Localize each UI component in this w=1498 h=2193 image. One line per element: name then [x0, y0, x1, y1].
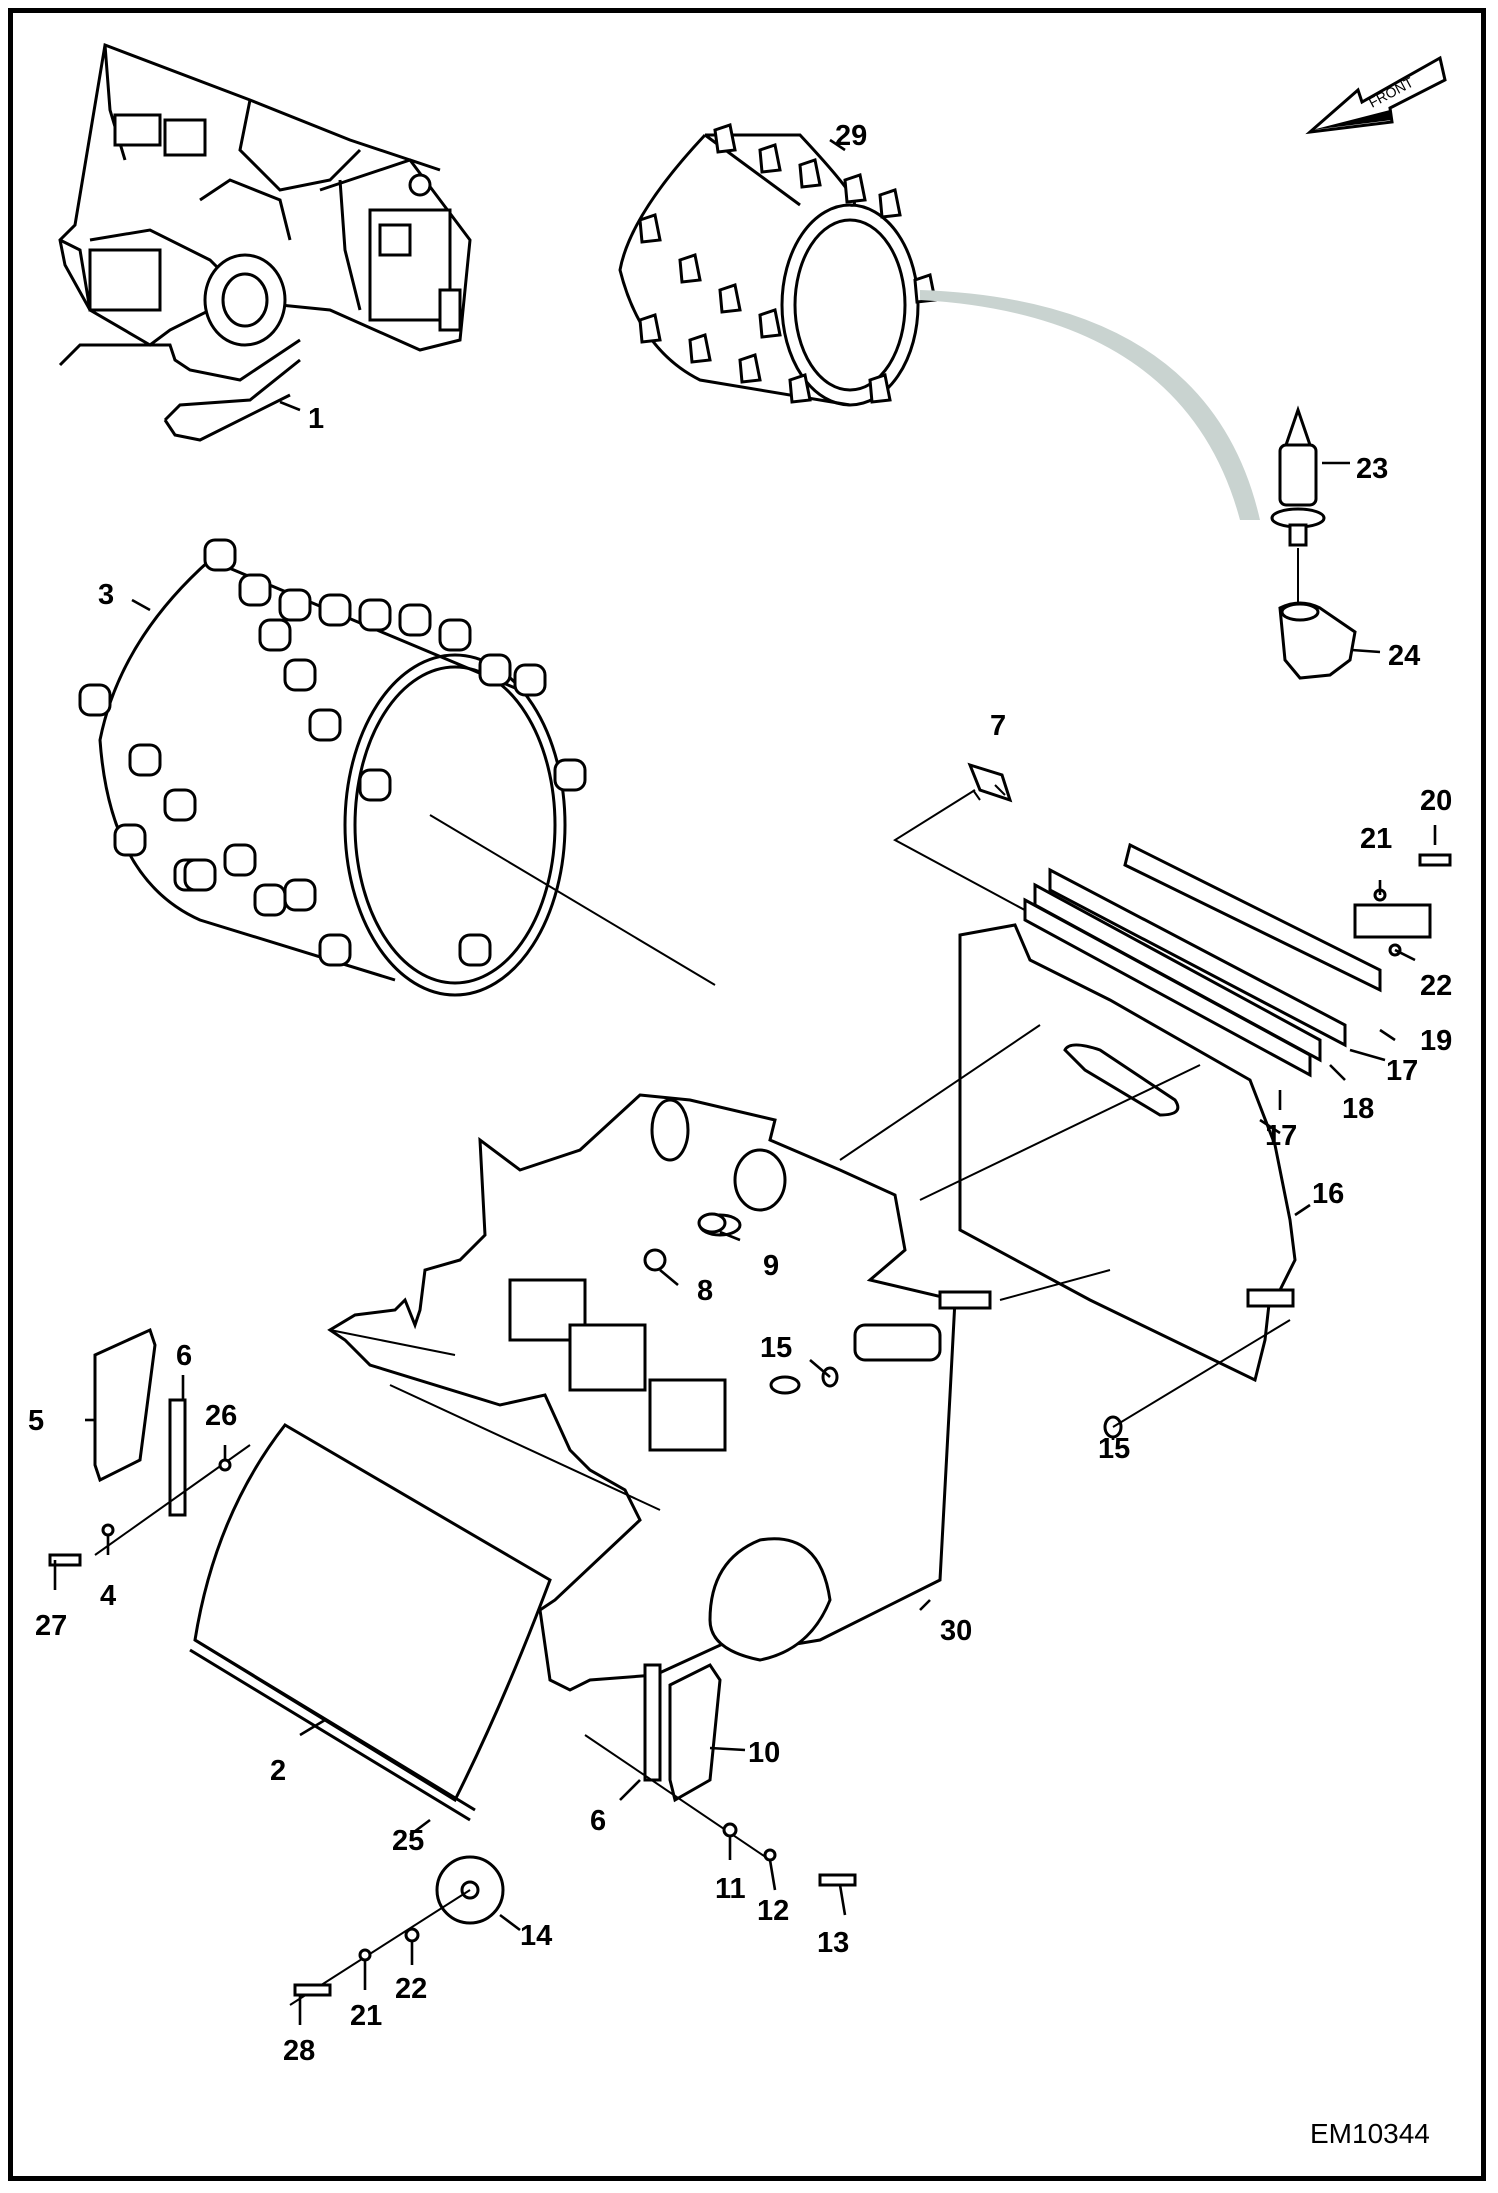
right-side-plates-illustration: [584, 1663, 771, 1861]
planer-assembly-illustration: [58, 42, 472, 442]
callout-7: 7: [990, 710, 1006, 742]
callout-8: 8: [697, 1275, 713, 1307]
callout-6-left: 6: [176, 1340, 192, 1372]
callout-2: 2: [270, 1755, 286, 1787]
callout-22-upper: 22: [1420, 970, 1452, 1002]
callout-13: 13: [817, 1927, 849, 1959]
fasteners-illustration: [48, 853, 1452, 1997]
callout-3: 3: [98, 579, 114, 611]
figure-id: EM10344: [1310, 2118, 1430, 2149]
callout-15-upper: 15: [760, 1332, 792, 1364]
callout-11: 11: [715, 1873, 746, 1905]
callout-16: 16: [1312, 1178, 1344, 1210]
tooth-holder-illustration: [1278, 601, 1357, 680]
callout-leader-lines: [53, 138, 1437, 2025]
callout-22-lower: 22: [395, 1973, 427, 2005]
shaft-illustration: [938, 1288, 1295, 1310]
callout-labels: 1 2 3 4 5 6 6 7 8 9 10 11 12 13 14 15 15…: [28, 120, 1452, 2067]
callout-21-upper: 21: [1360, 823, 1392, 855]
main-frame-illustration: [327, 1093, 957, 1692]
callout-23: 23: [1356, 453, 1388, 485]
callout-19: 19: [1420, 1025, 1452, 1057]
callout-30: 30: [940, 1615, 972, 1647]
callout-26: 26: [205, 1400, 237, 1432]
callout-14: 14: [520, 1920, 552, 1952]
cover-plate-illustration: [94, 1423, 552, 1822]
callout-28: 28: [283, 2035, 315, 2067]
cutting-tooth-illustration: [1270, 405, 1326, 610]
callout-6-right: 6: [590, 1805, 606, 1837]
callout-21-lower: 21: [350, 2000, 382, 2032]
front-arrow-icon: FRONT: [1305, 55, 1447, 135]
callout-24: 24: [1388, 640, 1420, 672]
callout-18: 18: [1342, 1093, 1374, 1125]
callout-17-upper: 17: [1386, 1055, 1418, 1087]
callout-25: 25: [392, 1825, 424, 1857]
callout-29: 29: [835, 120, 867, 152]
callout-12: 12: [757, 1895, 789, 1927]
callout-20: 20: [1420, 785, 1452, 817]
left-side-plates-illustration: [93, 1327, 187, 1517]
diagram-border: [8, 8, 1486, 2181]
cutting-drum-illustration: [78, 538, 716, 997]
callout-1: 1: [308, 403, 324, 435]
cutting-drum-small-illustration: [618, 123, 937, 407]
washer-9-illustration: [697, 1212, 727, 1234]
detail-flow-band: [920, 290, 1260, 520]
callout-10: 10: [748, 1737, 780, 1769]
callout-5: 5: [28, 1405, 44, 1437]
spacer-plates-illustration: [1023, 842, 1382, 1078]
bearing-flange-illustration: [289, 1855, 505, 2006]
side-plate-illustration: [839, 923, 1297, 1383]
callout-9: 9: [763, 1250, 779, 1282]
callout-27: 27: [35, 1610, 67, 1642]
callout-4: 4: [100, 1580, 116, 1612]
callout-15-lower: 15: [1098, 1433, 1130, 1465]
callout-17-lower: 17: [1265, 1120, 1297, 1152]
nut-8-illustration: [643, 1248, 667, 1272]
